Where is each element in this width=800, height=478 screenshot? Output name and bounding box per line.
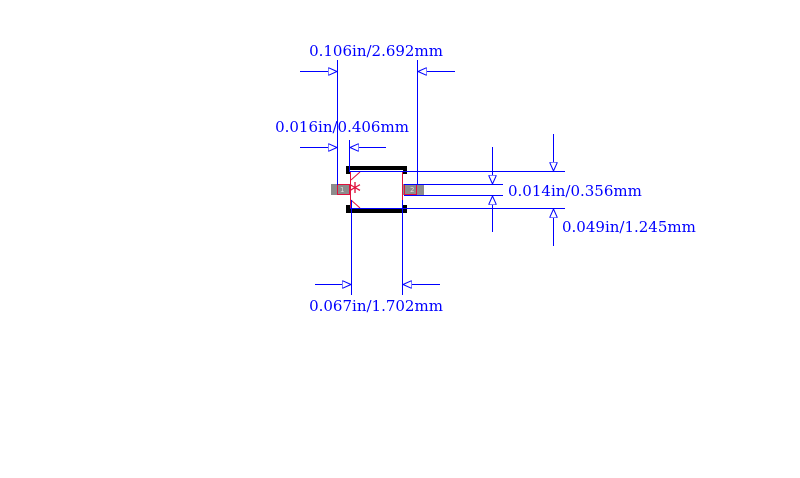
body-length-label: 0.067in/1.702mm (309, 297, 443, 315)
pad-1-number: 1 (340, 186, 344, 194)
pad-2-number: 2 (410, 186, 414, 194)
pad-2: 2 (403, 184, 424, 195)
pad-width-label: 0.016in/0.406mm (275, 118, 409, 136)
pad-1: 1 (331, 184, 350, 195)
pin1-marker: * (349, 178, 361, 206)
overall-length-label: 0.106in/2.692mm (309, 42, 443, 60)
pad-height-label: 0.014in/0.356mm (508, 182, 642, 200)
body-height-label: 0.049in/1.245mm (562, 218, 696, 236)
dimension-lines (300, 60, 565, 295)
